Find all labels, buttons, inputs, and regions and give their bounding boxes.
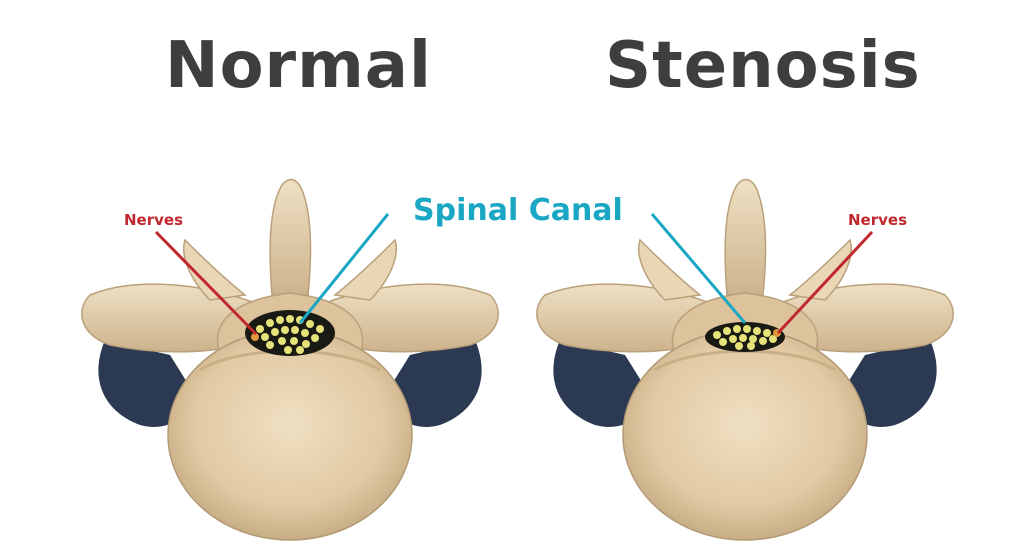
label-spinal-canal: Spinal Canal [413, 193, 623, 228]
normal-vertebra [80, 178, 500, 542]
nerves-pointer-left [154, 230, 258, 336]
stenosis-nerve-bundle [713, 325, 781, 350]
title-stenosis: Stenosis [605, 29, 921, 103]
nerves-pointer-right [776, 230, 874, 335]
label-nerves-right: Nerves [848, 211, 908, 229]
normal-nerve-bundle [251, 315, 324, 354]
title-normal: Normal [165, 29, 432, 103]
label-nerves-left: Nerves [124, 211, 184, 229]
canal-pointer-left [298, 213, 390, 324]
stenosis-vertebra [535, 178, 955, 542]
canal-pointer-right [650, 213, 747, 324]
